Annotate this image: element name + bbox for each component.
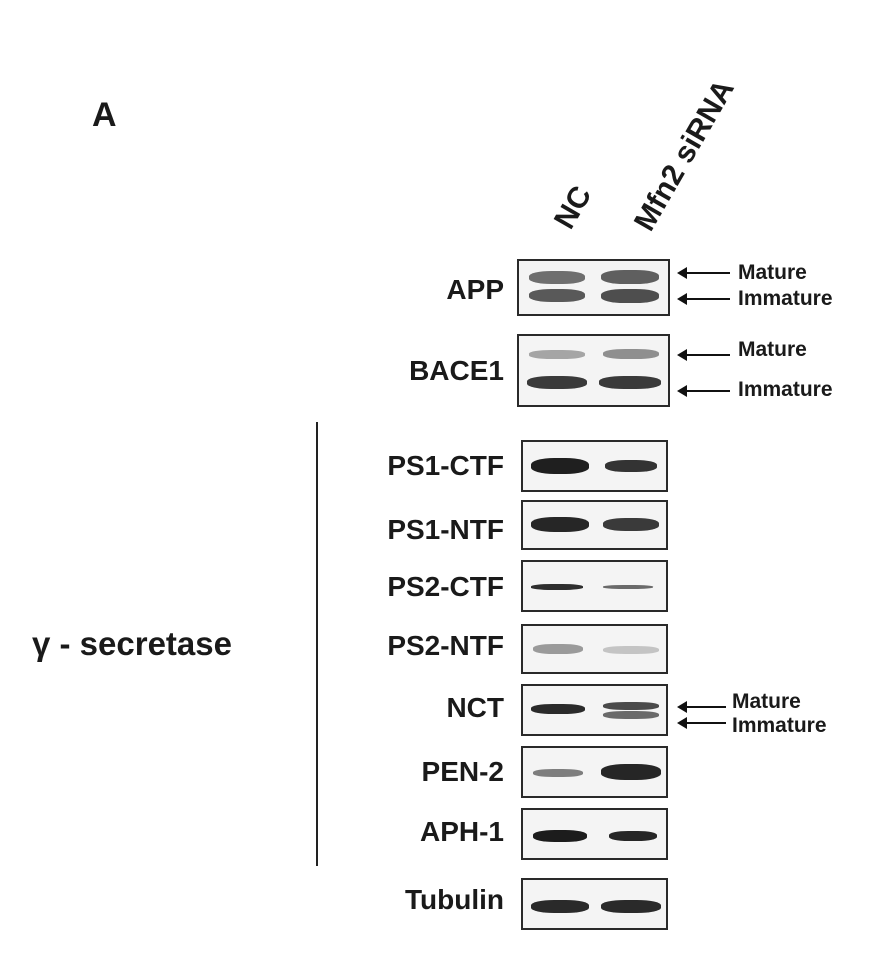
row-label-ps2-ctf: PS2-CTF [387, 571, 504, 602]
band-app-nc-upper [529, 271, 585, 284]
row-label-aph1: APH-1 [419, 816, 504, 847]
row-label-ps1-ctf: PS1-CTF [387, 450, 504, 481]
band-ps2-ntf-mfn2 [603, 646, 659, 654]
blot-nct [521, 684, 668, 736]
band-label-app-mature: Mature [738, 261, 807, 284]
lane-header-nc: NC [548, 180, 599, 235]
band-ps2-ntf-nc [533, 644, 583, 654]
panel-letter: A [92, 96, 117, 134]
blot-aph1 [521, 808, 668, 860]
band-nct-mfn2-lower [603, 711, 659, 719]
band-app-mfn2-lower [601, 289, 659, 303]
blot-app [517, 259, 670, 316]
blot-bace1 [517, 334, 670, 407]
band-label-nct-immature: Immature [732, 714, 827, 737]
band-app-nc-lower [529, 289, 585, 302]
band-aph1-nc [533, 830, 587, 842]
band-label-nct-mature: Mature [732, 690, 801, 713]
band-ps1-ctf-nc [531, 458, 589, 474]
band-app-mfn2-upper [601, 270, 659, 284]
band-pen2-mfn2 [601, 764, 661, 780]
band-bace1-nc-lower [527, 376, 587, 389]
blot-tubulin [521, 878, 668, 930]
band-tubulin-nc [531, 900, 589, 913]
band-nct-nc [531, 704, 585, 714]
blot-ps2-ctf [521, 560, 668, 612]
row-label-bace1: BACE1 [409, 355, 504, 386]
band-label-bace1-mature: Mature [738, 338, 807, 361]
band-label-bace1-immature: Immature [738, 378, 833, 401]
band-pen2-nc [533, 769, 583, 777]
arrow-nct-immature [677, 717, 726, 729]
band-bace1-mfn2-lower [599, 376, 661, 389]
band-bace1-nc-upper [529, 350, 585, 359]
band-aph1-mfn2 [609, 831, 657, 841]
row-label-ps1-ntf: PS1-NTF [387, 514, 504, 545]
row-label-tubulin: Tubulin [405, 884, 504, 915]
blot-pen2 [521, 746, 668, 798]
arrow-app-mature [677, 267, 730, 279]
band-label-app-immature: Immature [738, 287, 833, 310]
arrow-bace1-immature [677, 385, 730, 397]
arrow-bace1-mature [677, 349, 730, 361]
row-label-pen2: PEN-2 [421, 756, 504, 787]
lane-header-mfn2-sirna: Mfn2 siRNA [628, 74, 741, 237]
row-label-app: APP [446, 274, 504, 305]
band-bace1-mfn2-upper [603, 349, 659, 359]
band-ps1-ntf-nc [531, 517, 589, 532]
band-ps2-ctf-nc [531, 584, 583, 590]
row-label-nct: NCT [446, 692, 504, 723]
band-ps2-ctf-mfn2 [603, 585, 653, 589]
band-ps1-ctf-mfn2 [605, 460, 657, 472]
arrow-nct-mature [677, 701, 726, 713]
gamma-secretase-label: γ - secretase [32, 625, 232, 662]
blot-ps1-ctf [521, 440, 668, 492]
blot-ps2-ntf [521, 624, 668, 674]
blot-ps1-ntf [521, 500, 668, 550]
gamma-secretase-bracket [316, 422, 318, 866]
row-label-ps2-ntf: PS2-NTF [387, 630, 504, 661]
band-nct-mfn2-upper [603, 702, 659, 710]
arrow-app-immature [677, 293, 730, 305]
band-ps1-ntf-mfn2 [603, 518, 659, 531]
band-tubulin-mfn2 [601, 900, 661, 913]
